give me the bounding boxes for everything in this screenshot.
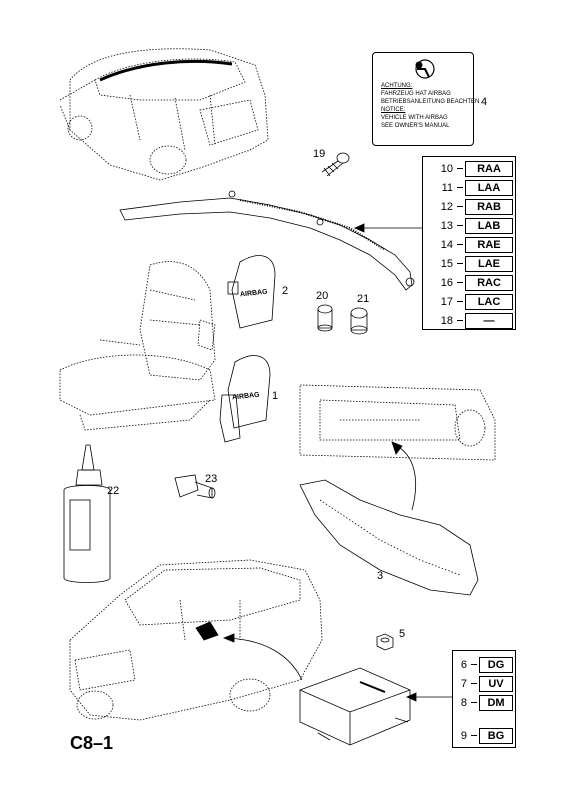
callout-1: 1 xyxy=(272,390,279,402)
code-value: DM xyxy=(479,694,513,711)
code-number: 14 xyxy=(440,238,453,251)
curtain-airbag-illustration xyxy=(119,190,415,291)
code-row: 15 LAE xyxy=(423,254,515,273)
code-number: 15 xyxy=(440,257,453,270)
arrow-to-door xyxy=(394,444,416,511)
code-value: LAE xyxy=(465,255,513,272)
code-number: 6 xyxy=(460,658,467,671)
control-unit-code-table: 6 DG 7 UV 8 DM 9 BG xyxy=(452,650,516,748)
door-illustration xyxy=(299,384,496,461)
label-line-5: VEHICLE WITH AIRBAG xyxy=(381,115,448,121)
code-row: 17 LAC xyxy=(423,292,515,311)
side-airbag-1-illustration xyxy=(219,355,271,443)
callout-3: 3 xyxy=(377,570,384,582)
code-value: LAA xyxy=(465,179,513,196)
control-unit-on-car xyxy=(195,621,219,641)
code-number: 17 xyxy=(440,295,453,308)
adhesive-bottle-22-illustration xyxy=(63,444,111,583)
code-value: — xyxy=(465,312,513,329)
nut-21-illustration xyxy=(350,307,368,335)
code-number: 7 xyxy=(460,677,467,690)
code-value: BG xyxy=(479,727,513,744)
code-row: 6 DG xyxy=(453,655,515,674)
nut-5-illustration xyxy=(376,633,394,651)
code-row: 7 UV xyxy=(453,674,515,693)
code-value: RAC xyxy=(465,274,513,291)
seat-illustration xyxy=(59,261,216,431)
bolt-19-illustration xyxy=(321,152,350,177)
code-value: LAC xyxy=(465,293,513,310)
label-line-3: BETRIEBSANLEITUNG BEACHTEN xyxy=(381,99,480,105)
arrow-to-car xyxy=(227,637,303,681)
label-line-6: SEE OWNER'S MANUAL xyxy=(381,123,450,129)
code-row: 8 DM xyxy=(453,693,515,712)
airbag-pictogram-icon xyxy=(415,59,435,79)
curtain-airbag-code-table: 10 RAA 11 LAA 12 RAB 13 LAB 14 RAE 15 LA… xyxy=(422,156,516,330)
page-id: C8–1 xyxy=(70,733,114,753)
callout-20: 20 xyxy=(316,290,329,302)
code-row: 11 LAA xyxy=(423,178,515,197)
label-line-4: NOTICE: xyxy=(381,107,406,113)
code-number: 16 xyxy=(440,276,453,289)
code-number: 11 xyxy=(441,181,453,194)
hatchback-car-illustration xyxy=(59,48,269,181)
code-number: 10 xyxy=(440,162,453,175)
code-value: LAB xyxy=(465,217,513,234)
fitting-23-illustration xyxy=(174,474,216,499)
callout-4: 4 xyxy=(481,96,488,108)
code-row: 14 RAE xyxy=(423,235,515,254)
code-number: 12 xyxy=(440,200,453,213)
label-line-2: FAHRZEUG HAT AIRBAG xyxy=(381,91,451,97)
code-value: UV xyxy=(479,675,513,692)
code-value: RAE xyxy=(465,236,513,253)
callout-21: 21 xyxy=(357,293,370,305)
door-panel-3-illustration xyxy=(299,479,479,596)
callout-23: 23 xyxy=(205,473,218,485)
callout-19: 19 xyxy=(313,148,326,160)
code-row: 18 — xyxy=(423,311,515,330)
airbag-warning-label: ACHTUNG: FAHRZEUG HAT AIRBAG BETRIEBSANL… xyxy=(372,52,479,146)
code-number: 18 xyxy=(440,314,453,327)
side-airbag-2-illustration xyxy=(227,255,276,329)
code-row: 13 LAB xyxy=(423,216,515,235)
code-number: 9 xyxy=(460,729,467,742)
callout-2: 2 xyxy=(282,285,289,297)
mpv-car-illustration xyxy=(69,559,323,721)
code-value: RAA xyxy=(465,160,513,177)
callout-22: 22 xyxy=(107,485,120,497)
callout-5: 5 xyxy=(399,628,406,640)
label-line-1: ACHTUNG: xyxy=(381,83,413,89)
code-row: 12 RAB xyxy=(423,197,515,216)
code-number: 13 xyxy=(440,219,453,232)
code-value: DG xyxy=(479,656,513,673)
nut-20-illustration xyxy=(317,304,333,332)
code-row: 9 BG xyxy=(453,726,515,745)
curtain-airbag-on-car xyxy=(99,59,233,82)
code-row: 16 RAC xyxy=(423,273,515,292)
code-value: RAB xyxy=(465,198,513,215)
code-row: 10 RAA xyxy=(423,159,515,178)
code-number: 8 xyxy=(460,696,467,709)
control-unit-illustration xyxy=(299,667,411,746)
